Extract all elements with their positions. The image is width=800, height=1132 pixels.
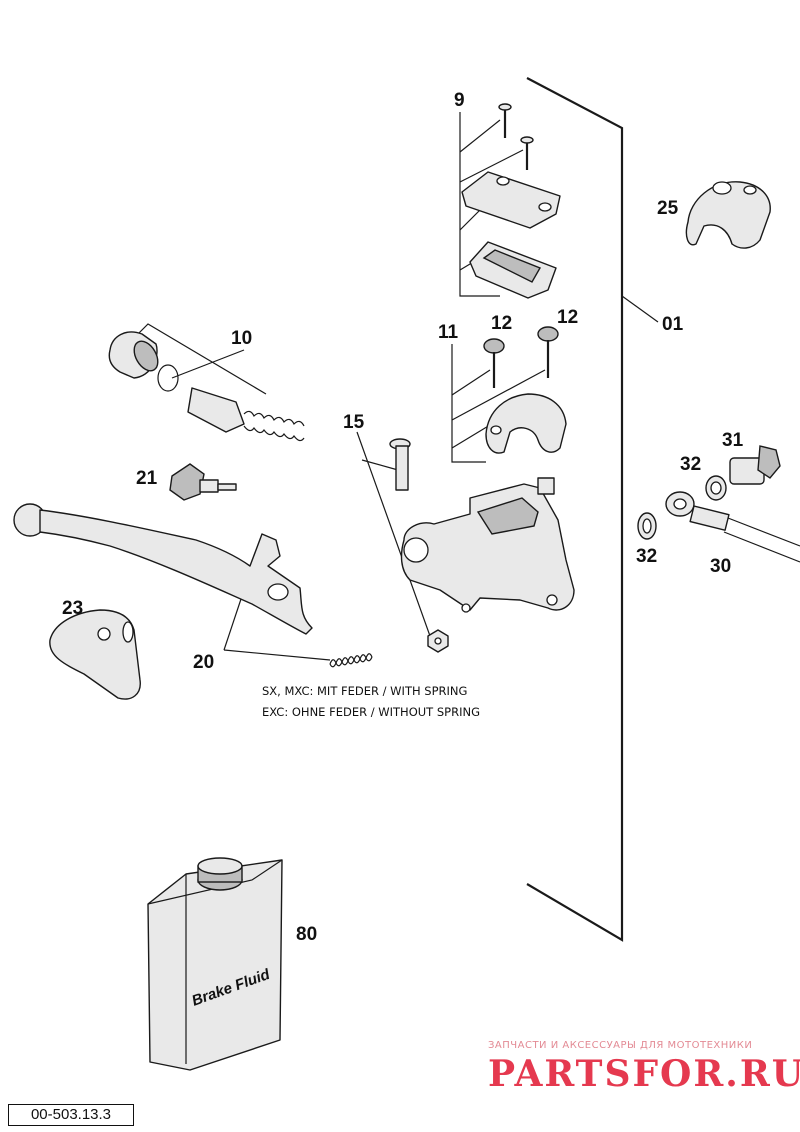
label-part-01: 01 <box>662 314 684 335</box>
label-part-12b: 12 <box>557 307 578 328</box>
banjo-bolt <box>729 445 781 485</box>
label-part-20: 20 <box>193 652 214 673</box>
label-part-10: 10 <box>231 328 252 349</box>
clamp-bolts <box>483 326 567 454</box>
brake-hose <box>665 491 800 563</box>
label-part-32a: 32 <box>680 454 701 475</box>
assembly-bracket <box>526 77 659 942</box>
label-part-32b: 32 <box>636 546 657 567</box>
note-without-spring: EXC: OHNE FEDER / WITHOUT SPRING <box>262 705 480 719</box>
piston-kit <box>108 331 305 442</box>
label-part-30: 30 <box>710 556 731 577</box>
label-part-15: 15 <box>343 412 365 433</box>
label-part-9: 9 <box>454 90 465 111</box>
reservoir-cap-assembly <box>461 103 561 299</box>
brake-fluid-container <box>147 857 283 1071</box>
lever-guard <box>49 609 141 700</box>
label-part-11: 11 <box>438 322 459 343</box>
adjuster-screw <box>169 463 237 501</box>
handlebar-clamp-upper <box>685 181 771 249</box>
label-part-80: 80 <box>296 924 317 945</box>
label-part-21: 21 <box>136 468 158 489</box>
label-part-12a: 12 <box>491 313 512 334</box>
pivot-nut <box>427 629 449 653</box>
master-cylinder-body <box>400 477 575 613</box>
lever-spring <box>329 653 373 668</box>
diagram-code-box: 00-503.13.3 <box>8 1104 134 1126</box>
label-part-31: 31 <box>722 430 744 451</box>
note-with-spring: SX, MXC: MIT FEDER / WITH SPRING <box>262 684 467 698</box>
pivot-pin <box>389 438 411 491</box>
brake-lever <box>13 503 313 635</box>
label-part-25: 25 <box>657 198 679 219</box>
banjo-washer-2 <box>705 475 727 501</box>
watermark-brand: PARTSFOR.RU <box>488 1053 800 1095</box>
banjo-washer-1 <box>637 512 657 540</box>
watermark-tagline: ЗАПЧАСТИ И АКСЕССУАРЫ ДЛЯ МОТОТЕХНИКИ <box>488 1040 752 1051</box>
label-part-23: 23 <box>62 598 83 619</box>
